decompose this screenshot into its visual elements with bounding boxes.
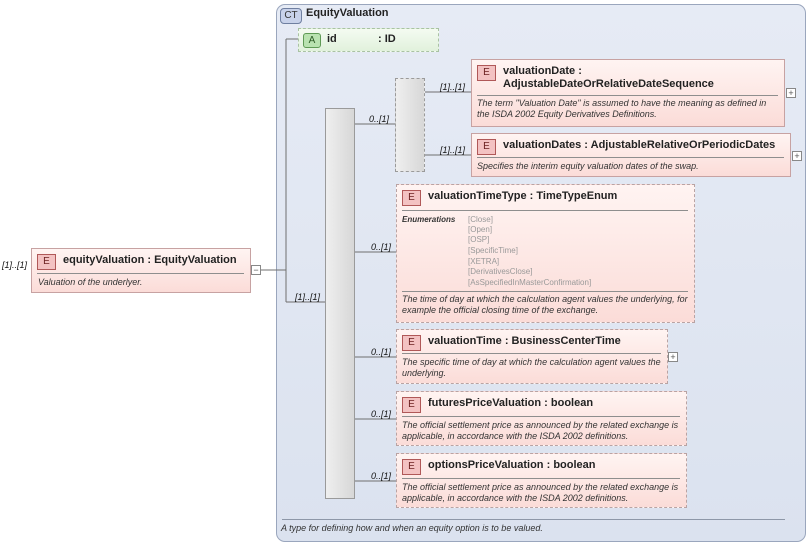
element-badge: E: [37, 254, 56, 270]
complex-type-badge: CT: [280, 8, 302, 24]
element-cardinality: [1]..[1]: [440, 145, 466, 155]
sequence-compositor[interactable]: [325, 108, 355, 499]
element-cardinality: 0..[1]: [371, 471, 392, 481]
enumeration-value: [XETRA]: [468, 257, 500, 266]
element-doc: The official settlement price as announc…: [402, 420, 679, 441]
element-cardinality: 0..[1]: [371, 347, 392, 357]
element-badge: E: [402, 335, 421, 351]
attribute-type: : ID: [378, 33, 396, 45]
attribute-name: id: [327, 33, 337, 45]
element-title: valuationTimeType : TimeTypeEnum: [428, 190, 618, 202]
element-doc: The official settlement price as announc…: [402, 482, 679, 503]
element-separator: [477, 95, 778, 96]
element-separator: [402, 416, 680, 417]
root-separator: [37, 273, 244, 274]
enumeration-value: [Open]: [468, 225, 493, 234]
element-box-options-price-valuation[interactable]: E optionsPriceValuation : boolean The of…: [396, 453, 687, 508]
element-name: valuationTime: [428, 335, 502, 347]
choice-cardinality: 0..[1]: [369, 114, 390, 124]
element-separator: [477, 157, 784, 158]
element-title: futuresPriceValuation : boolean: [428, 397, 594, 409]
enumeration-value: [AsSpecifiedInMasterConfirmation]: [468, 278, 592, 287]
enumeration-value: [DerivativesClose]: [468, 267, 533, 276]
element-name: valuationDates: [503, 139, 582, 151]
element-title: optionsPriceValuation : boolean: [428, 459, 596, 471]
element-badge: E: [477, 65, 496, 81]
complex-type-separator: [282, 519, 785, 520]
element-type: boolean: [550, 397, 594, 409]
element-badge: E: [402, 190, 421, 206]
element-box-futures-price-valuation[interactable]: E futuresPriceValuation : boolean The of…: [396, 391, 687, 446]
element-cardinality: [1]..[1]: [440, 82, 466, 92]
complex-type-doc: A type for defining how and when an equi…: [281, 523, 543, 533]
sequence-cardinality: [1]..[1]: [295, 292, 321, 302]
element-name: futuresPriceValuation: [428, 397, 542, 409]
element-badge: E: [402, 397, 421, 413]
element-cardinality: 0..[1]: [371, 242, 392, 252]
element-name: optionsPriceValuation: [428, 459, 544, 471]
element-separator: [402, 478, 680, 479]
element-box-valuation-time[interactable]: E valuationTime : BusinessCenterTime The…: [396, 329, 668, 384]
element-type: BusinessCenterTime: [511, 335, 621, 347]
root-element-title: equityValuation : EquityValuation: [63, 254, 237, 266]
attribute-box[interactable]: [298, 28, 439, 52]
element-separator: [402, 291, 688, 292]
element-doc: The specific time of day at which the ca…: [402, 357, 661, 378]
element-box-valuation-dates[interactable]: E valuationDates : AdjustableRelativeOrP…: [471, 133, 791, 177]
element-name: valuationDate: [503, 65, 576, 77]
element-doc: The time of day at which the calculation…: [402, 294, 688, 315]
expand-toggle[interactable]: +: [668, 352, 678, 362]
enumeration-value: [Close]: [468, 215, 493, 224]
element-type: EquityValuation: [154, 254, 237, 266]
element-title: valuationDate : AdjustableDateOrRelative…: [503, 65, 714, 90]
element-type: AdjustableDateOrRelativeDateSequence: [503, 78, 714, 90]
choice-compositor[interactable]: [395, 78, 425, 172]
element-separator: [402, 353, 661, 354]
expand-toggle[interactable]: +: [792, 151, 802, 161]
element-badge: E: [477, 139, 496, 155]
element-doc: The term "Valuation Date" is assumed to …: [477, 98, 767, 119]
element-box-valuation-time-type[interactable]: E valuationTimeType : TimeTypeEnum Enume…: [396, 184, 695, 323]
element-name: valuationTimeType: [428, 190, 527, 202]
collapse-toggle[interactable]: −: [251, 265, 261, 275]
enumeration-value: [OSP]: [468, 235, 490, 244]
attribute-badge: A: [303, 33, 321, 48]
element-doc: Specifies the interim equity valuation d…: [477, 161, 699, 171]
element-type: boolean: [553, 459, 596, 471]
enumeration-value: [SpecificTime]: [468, 246, 518, 255]
element-title: valuationDates : AdjustableRelativeOrPer…: [503, 139, 776, 151]
element-cardinality: 0..[1]: [371, 409, 392, 419]
expand-toggle[interactable]: +: [786, 88, 796, 98]
element-badge: E: [402, 459, 421, 475]
root-cardinality: [1]..[1]: [2, 260, 28, 270]
complex-type-name: EquityValuation: [306, 7, 389, 19]
element-type: AdjustableRelativeOrPeriodicDates: [590, 139, 776, 151]
root-doc: Valuation of the underlyer.: [38, 277, 143, 287]
root-element-box[interactable]: E equityValuation : EquityValuation Valu…: [31, 248, 251, 293]
enumerations-label: Enumerations: [402, 215, 456, 224]
element-separator: [402, 210, 688, 211]
element-title: valuationTime : BusinessCenterTime: [428, 335, 621, 347]
element-name: equityValuation: [63, 254, 145, 266]
element-type: TimeTypeEnum: [536, 190, 618, 202]
element-box-valuation-date[interactable]: E valuationDate : AdjustableDateOrRelati…: [471, 59, 785, 127]
